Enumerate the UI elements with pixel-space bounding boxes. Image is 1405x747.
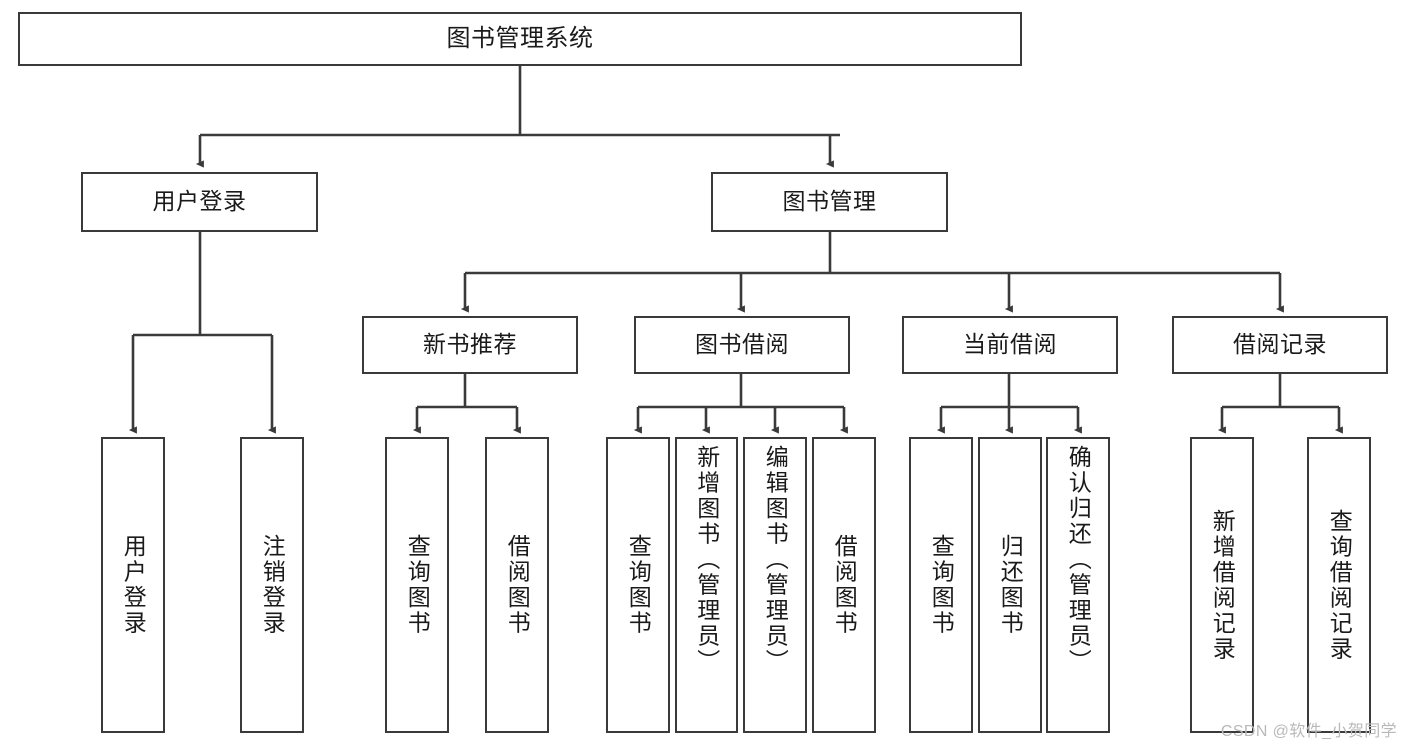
leaf-query-borrow-record-label: 查询借阅记录 [1326, 508, 1353, 662]
leaf-add-book-label: 新增图书（管理员） [693, 445, 720, 675]
leaf-query-book-recommend[interactable]: 查询图书 [385, 437, 449, 733]
leaf-query-book-borrow[interactable]: 查询图书 [606, 437, 670, 733]
leaf-add-borrow-record-label: 新增借阅记录 [1209, 508, 1236, 662]
node-new-book-recommend[interactable]: 新书推荐 [362, 316, 578, 374]
node-book-borrow-label: 图书借阅 [695, 331, 789, 358]
node-book-management-label: 图书管理 [782, 188, 877, 215]
csdn-watermark: CSDN @软件_小贺同学 [1220, 723, 1397, 740]
leaf-borrow-book-borrow[interactable]: 借阅图书 [812, 437, 876, 733]
node-book-management[interactable]: 图书管理 [711, 172, 948, 232]
leaf-query-book-recommend-label: 查询图书 [404, 534, 431, 636]
node-root-system[interactable]: 图书管理系统 [18, 12, 1022, 66]
node-current-borrow[interactable]: 当前借阅 [902, 316, 1118, 374]
node-user-login[interactable]: 用户登录 [81, 172, 318, 232]
leaf-user-login[interactable]: 用户登录 [101, 437, 165, 733]
leaf-borrow-book-recommend-label: 借阅图书 [504, 534, 531, 636]
leaf-add-borrow-record[interactable]: 新增借阅记录 [1190, 437, 1254, 733]
leaf-query-book-borrow-label: 查询图书 [625, 534, 652, 636]
node-borrow-record[interactable]: 借阅记录 [1172, 316, 1388, 374]
leaf-edit-book-label: 编辑图书（管理员） [762, 445, 789, 675]
leaf-edit-book[interactable]: 编辑图书（管理员） [743, 437, 807, 733]
leaf-user-login-label: 用户登录 [120, 534, 147, 636]
node-new-book-recommend-label: 新书推荐 [423, 331, 517, 358]
leaf-confirm-return-label: 确认归还（管理员） [1065, 445, 1092, 675]
leaf-return-book[interactable]: 归还图书 [978, 437, 1042, 733]
node-current-borrow-label: 当前借阅 [963, 331, 1057, 358]
node-borrow-record-label: 借阅记录 [1233, 331, 1327, 358]
leaf-query-borrow-record[interactable]: 查询借阅记录 [1307, 437, 1371, 733]
leaf-return-book-label: 归还图书 [997, 534, 1024, 636]
leaf-query-book-current-label: 查询图书 [928, 534, 955, 636]
leaf-borrow-book-borrow-label: 借阅图书 [831, 534, 858, 636]
leaf-confirm-return[interactable]: 确认归还（管理员） [1046, 437, 1110, 733]
node-root-system-label: 图书管理系统 [446, 24, 594, 52]
node-user-login-label: 用户登录 [152, 188, 247, 215]
node-book-borrow[interactable]: 图书借阅 [634, 316, 850, 374]
leaf-query-book-current[interactable]: 查询图书 [909, 437, 973, 733]
leaf-borrow-book-recommend[interactable]: 借阅图书 [485, 437, 549, 733]
leaf-logout-login-label: 注销登录 [259, 534, 286, 636]
leaf-logout-login[interactable]: 注销登录 [240, 437, 304, 733]
leaf-add-book[interactable]: 新增图书（管理员） [675, 437, 738, 733]
